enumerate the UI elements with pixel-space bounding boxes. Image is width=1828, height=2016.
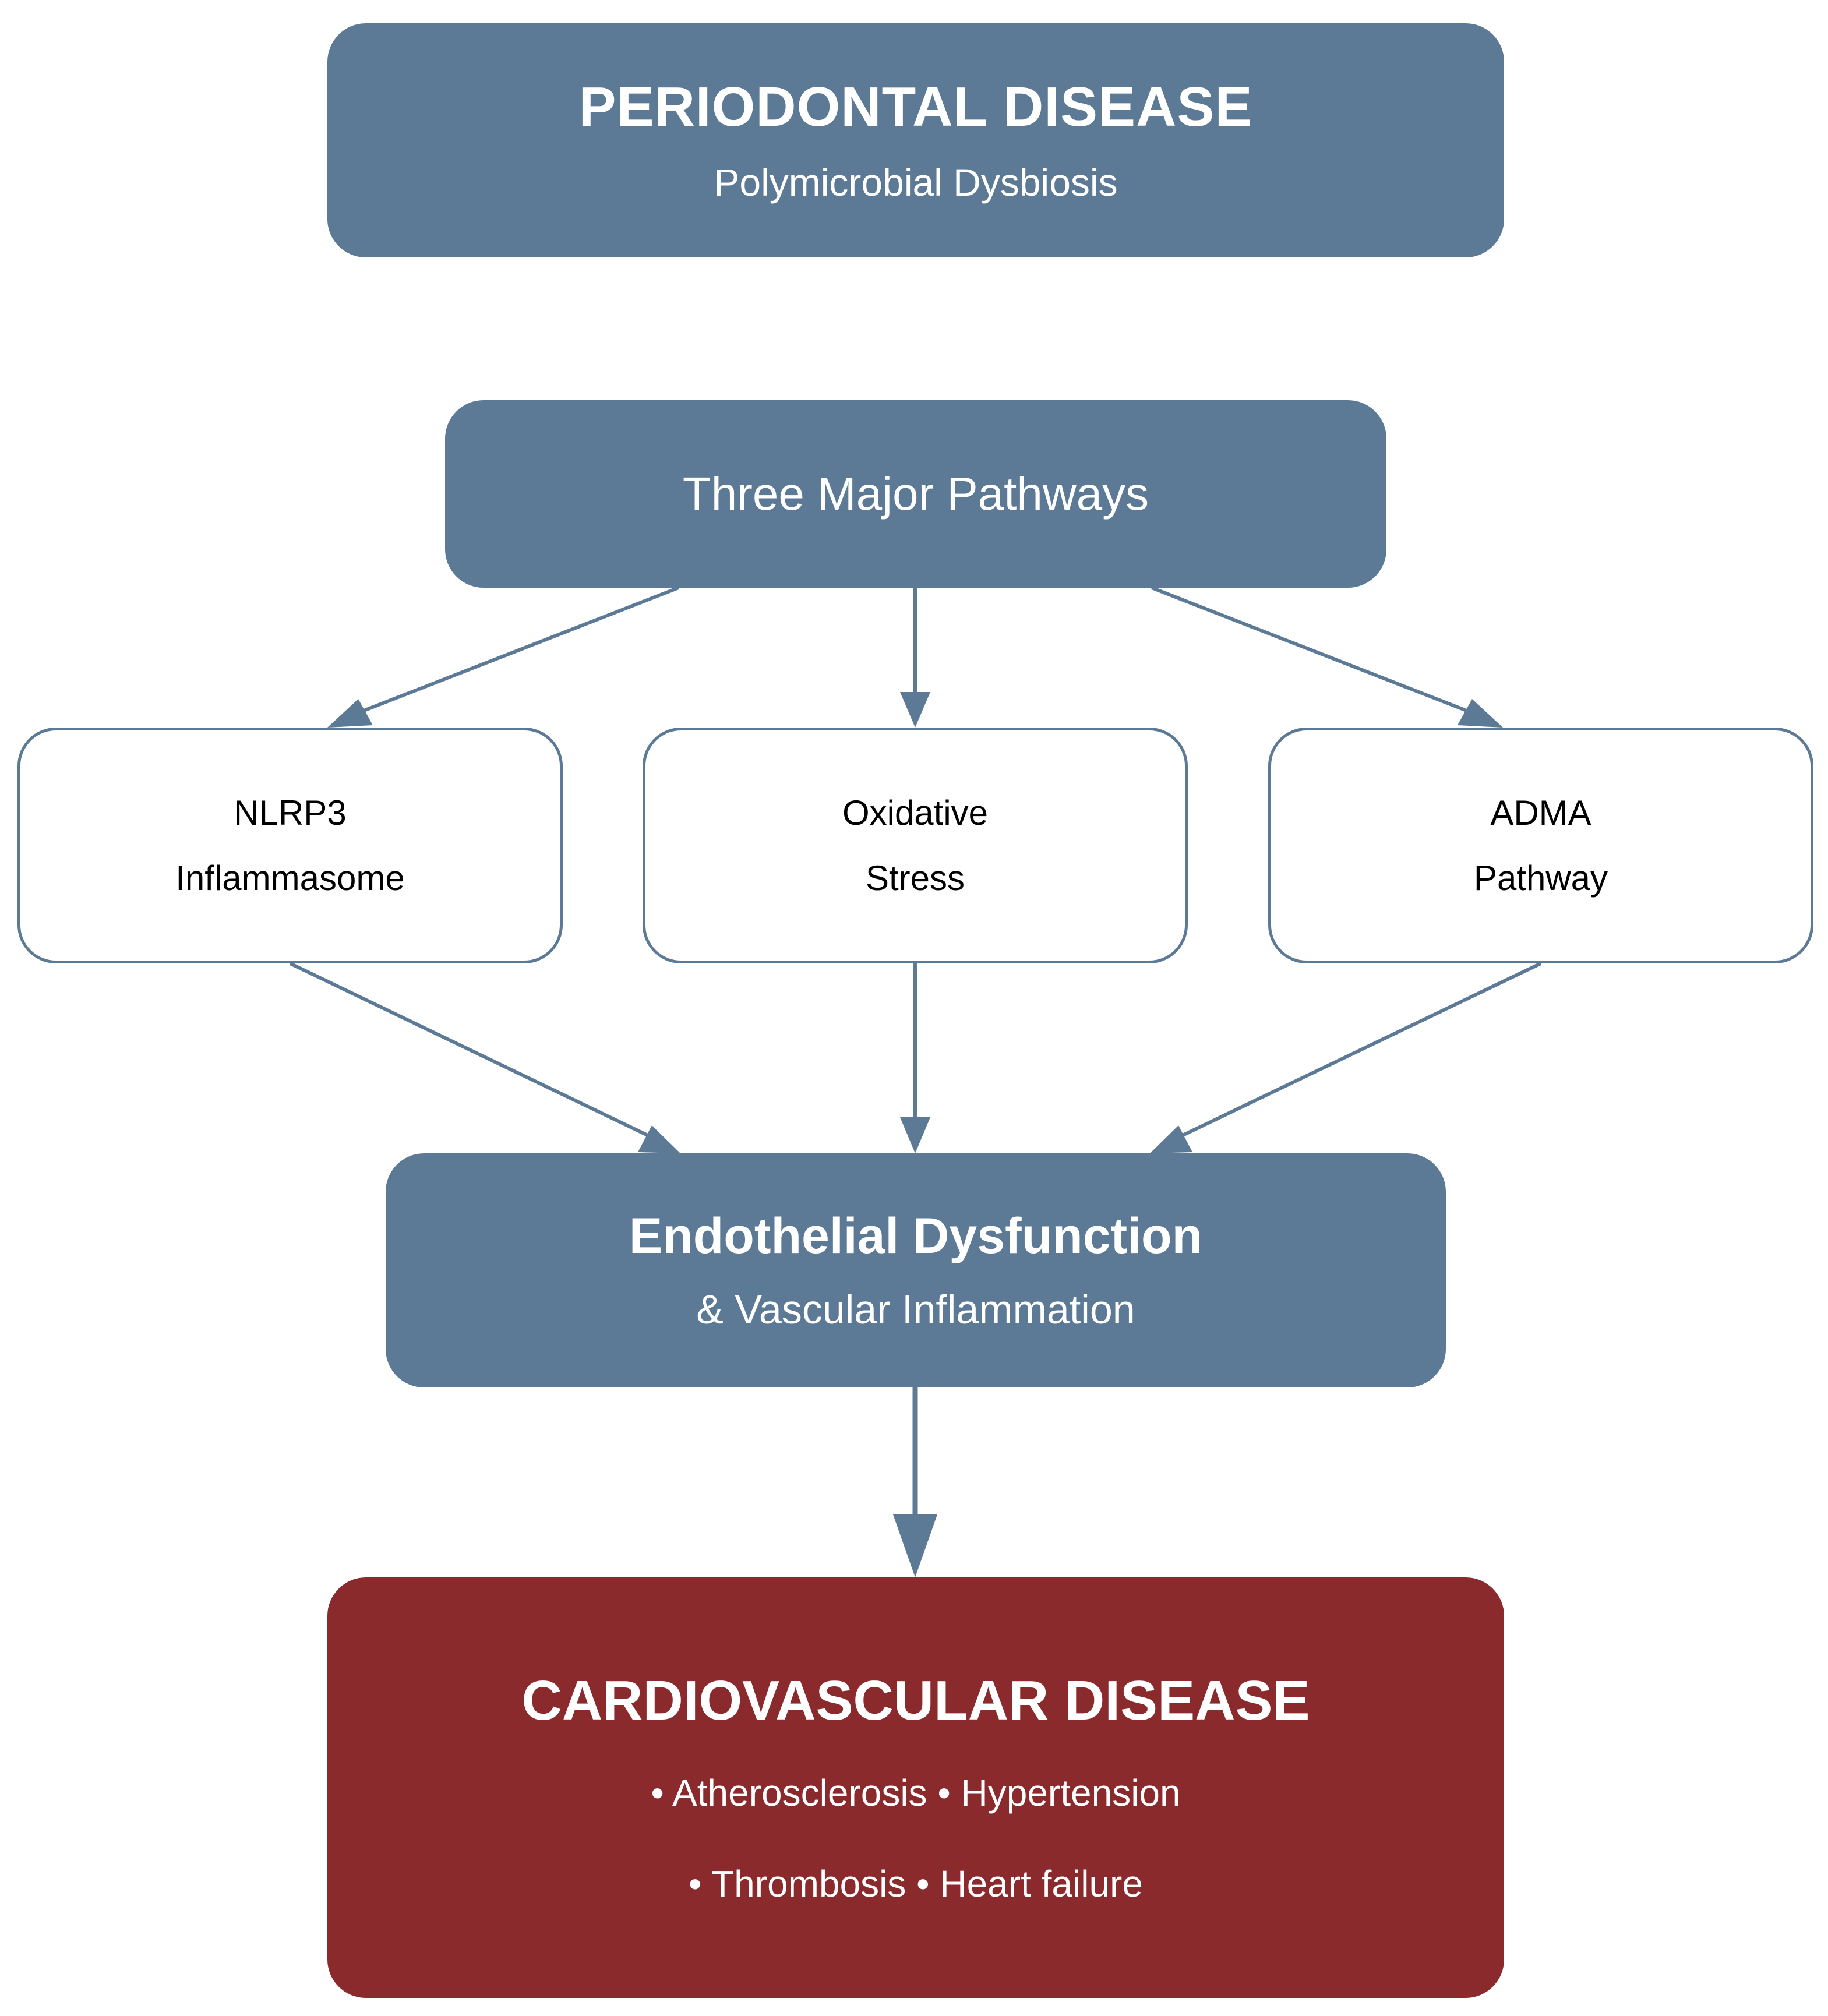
node-adma-pathway: ADMA Pathway [1268,728,1813,963]
periodontal-subtitle: Polymicrobial Dysbiosis [714,161,1118,204]
arrowhead-cvd [893,1514,937,1577]
arrowhead-oxidative-endothelial [900,1117,930,1153]
pathways-title: Three Major Pathways [682,468,1149,520]
cvd-title: CARDIOVASCULAR DISEASE [521,1669,1310,1732]
edge-nlrp3-to-endothelial [289,962,652,1139]
adma-line2: Pathway [1473,858,1608,898]
node-endothelial-dysfunction: Endothelial Dysfunction & Vascular Infla… [386,1153,1446,1387]
cvd-conditions-line2: • Thrombosis • Heart failure [689,1863,1143,1905]
arrowhead-oxidative [900,692,930,728]
endothelial-subtitle: & Vascular Inflammation [696,1287,1135,1332]
oxidative-line2: Stress [865,858,965,898]
arrowhead-adma-endothelial [1150,1125,1192,1153]
edge-pathways-to-nlrp3 [351,586,680,717]
edge-pathways-to-adma [1151,586,1480,717]
nlrp3-line1: NLRP3 [234,793,347,832]
arrowhead-adma [1458,699,1503,728]
oxidative-line1: Oxidative [842,793,989,832]
periodontal-title: PERIODONTAL DISEASE [578,76,1253,138]
adma-line1: ADMA [1490,793,1591,832]
endothelial-title: Endothelial Dysfunction [629,1208,1203,1264]
node-three-major-pathways: Three Major Pathways [445,400,1386,588]
cvd-conditions-line1: • Atherosclerosis • Hypertension [651,1772,1181,1814]
node-nlrp3-inflammasome: NLRP3 Inflammasome [17,728,563,963]
node-periodontal-disease: PERIODONTAL DISEASE Polymicrobial Dysbio… [327,23,1504,257]
node-oxidative-stress: Oxidative Stress [643,728,1188,963]
arrowhead-nlrp3-endothelial [638,1125,680,1153]
edge-adma-to-endothelial [1178,962,1542,1139]
nlrp3-line2: Inflammasome [175,858,405,898]
node-cardiovascular-disease: CARDIOVASCULAR DISEASE • Atherosclerosis… [327,1577,1504,1998]
arrowhead-nlrp3 [327,699,373,728]
